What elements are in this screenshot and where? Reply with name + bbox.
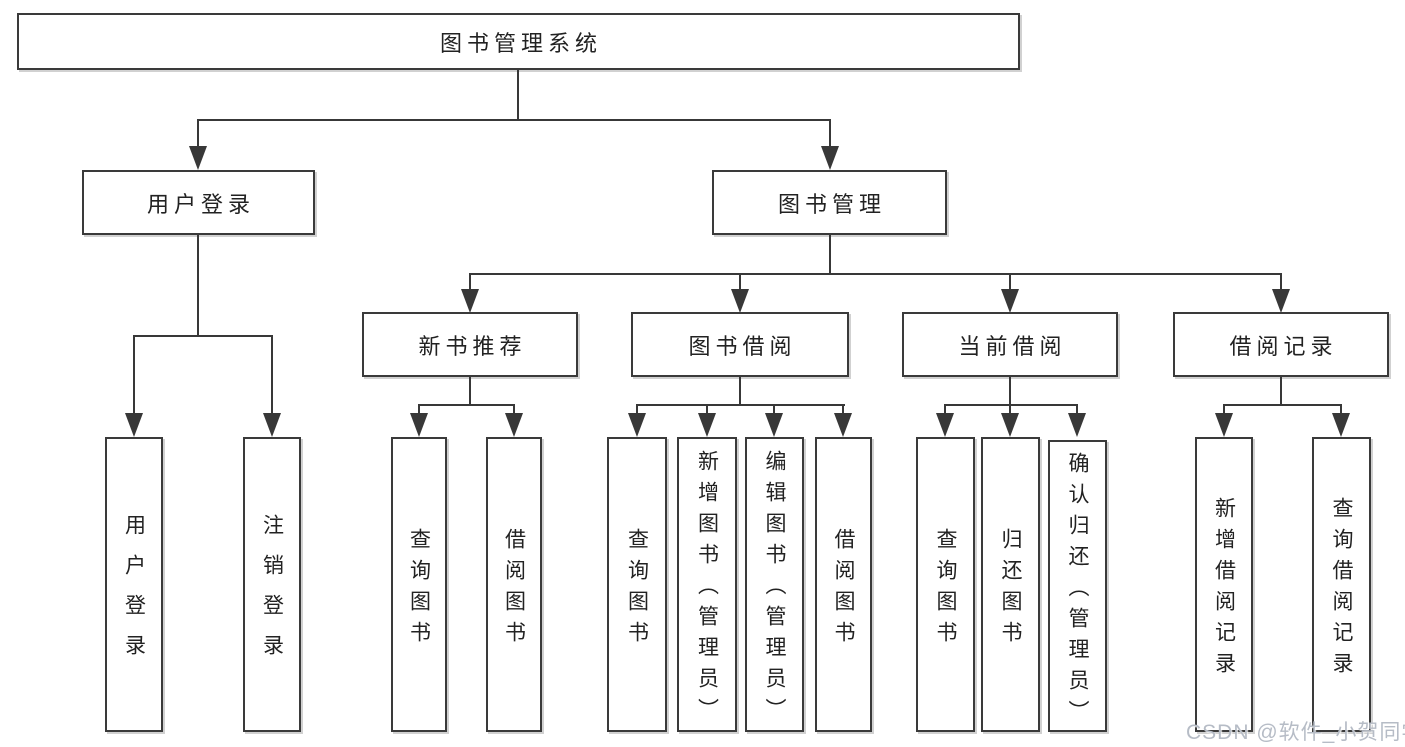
connector-line (1223, 404, 1342, 406)
node-current-borrow-label: 当前借阅 (958, 333, 1067, 359)
node-borrow-records-label: 借阅记录 (1229, 333, 1338, 359)
connector-line (944, 404, 1078, 406)
connector-line (513, 404, 515, 418)
connector-line (1076, 404, 1078, 418)
arrow-down-icon (1332, 413, 1350, 437)
arrow-down-icon (1001, 289, 1019, 313)
leaf-cb-query-books-label: 查询图书 (934, 527, 958, 652)
connector-line (1223, 404, 1225, 418)
leaf-bb-edit-books-admin: 编辑图书（管理员） (745, 437, 804, 732)
arrow-down-icon (698, 413, 716, 437)
connector-line (1009, 273, 1011, 293)
leaf-cb-confirm-return-admin-label: 确认归还（管理员） (1066, 451, 1090, 731)
connector-line (133, 335, 273, 337)
connector-line (773, 404, 775, 418)
connector-line (829, 235, 831, 275)
connector-line (1009, 377, 1011, 406)
leaf-nb-borrow-books: 借阅图书 (486, 437, 542, 732)
leaf-logout: 注销登录 (243, 437, 301, 732)
node-root: 图书管理系统 (17, 13, 1020, 70)
connector-line (133, 335, 135, 417)
leaf-bb-borrow-books-label: 借阅图书 (832, 527, 856, 652)
connector-line (739, 377, 741, 406)
arrow-down-icon (125, 413, 143, 437)
leaf-bb-query-books-label: 查询图书 (625, 527, 649, 652)
leaf-br-add-record: 新增借阅记录 (1195, 437, 1253, 732)
arrow-down-icon (765, 413, 783, 437)
connector-line (636, 404, 845, 406)
node-book-management: 图书管理 (712, 170, 947, 235)
leaf-bb-add-books-admin-label: 新增图书（管理员） (695, 450, 719, 729)
leaf-logout-label: 注销登录 (260, 514, 284, 674)
node-new-book-recommend: 新书推荐 (362, 312, 578, 377)
arrow-down-icon (1272, 289, 1290, 313)
leaf-bb-edit-books-admin-label: 编辑图书（管理员） (763, 450, 787, 729)
connector-line (469, 273, 471, 293)
leaf-cb-return-books: 归还图书 (981, 437, 1040, 732)
connector-line (1280, 273, 1282, 293)
arrow-down-icon (834, 413, 852, 437)
arrow-down-icon (936, 413, 954, 437)
leaf-cb-query-books: 查询图书 (916, 437, 975, 732)
arrow-down-icon (731, 289, 749, 313)
node-book-borrow: 图书借阅 (631, 312, 849, 377)
connector-line (271, 335, 273, 417)
arrow-down-icon (1215, 413, 1233, 437)
arrow-down-icon (410, 413, 428, 437)
connector-line (636, 404, 638, 418)
connector-line (418, 404, 420, 418)
leaf-cb-return-books-label: 归还图书 (999, 527, 1023, 652)
arrow-down-icon (461, 289, 479, 313)
connector-line (706, 404, 708, 418)
connector-line (829, 119, 831, 152)
node-new-book-recommend-label: 新书推荐 (418, 333, 527, 359)
connector-line (739, 273, 741, 293)
arrow-down-icon (628, 413, 646, 437)
connector-line (418, 404, 515, 406)
connector-line (842, 404, 844, 418)
leaf-nb-borrow-books-label: 借阅图书 (502, 527, 526, 652)
leaf-bb-borrow-books: 借阅图书 (815, 437, 872, 732)
connector-line (1009, 404, 1011, 418)
node-current-borrow: 当前借阅 (902, 312, 1118, 377)
leaf-br-query-record: 查询借阅记录 (1312, 437, 1371, 732)
node-user-login-label: 用户登录 (146, 191, 255, 217)
node-book-management-label: 图书管理 (777, 191, 886, 217)
leaf-nb-query-books: 查询图书 (391, 437, 447, 732)
connector-line (197, 119, 831, 121)
leaf-br-query-record-label: 查询借阅记录 (1330, 496, 1354, 683)
connector-line (517, 70, 519, 121)
connector-line (1280, 377, 1282, 406)
connector-line (469, 273, 1282, 275)
arrow-down-icon (189, 146, 207, 170)
csdn-watermark: CSDN @软件_小贺同学 (1186, 721, 1405, 744)
connector-line (1340, 404, 1342, 418)
arrow-down-icon (821, 146, 839, 170)
node-borrow-records: 借阅记录 (1173, 312, 1389, 377)
connector-line (944, 404, 946, 418)
leaf-user-login-label: 用户登录 (122, 514, 146, 674)
connector-line (197, 235, 199, 337)
arrow-down-icon (1068, 413, 1086, 437)
leaf-bb-query-books: 查询图书 (607, 437, 667, 732)
connector-line (197, 119, 199, 152)
arrow-down-icon (1001, 413, 1019, 437)
leaf-nb-query-books-label: 查询图书 (407, 527, 431, 652)
leaf-user-login: 用户登录 (105, 437, 163, 732)
leaf-br-add-record-label: 新增借阅记录 (1212, 496, 1236, 683)
leaf-bb-add-books-admin: 新增图书（管理员） (677, 437, 737, 732)
connector-line (469, 377, 471, 406)
node-book-borrow-label: 图书借阅 (688, 333, 797, 359)
node-root-label: 图书管理系统 (439, 30, 602, 56)
arrow-down-icon (263, 413, 281, 437)
leaf-cb-confirm-return-admin: 确认归还（管理员） (1048, 440, 1107, 732)
node-user-login: 用户登录 (82, 170, 315, 235)
arrow-down-icon (505, 413, 523, 437)
